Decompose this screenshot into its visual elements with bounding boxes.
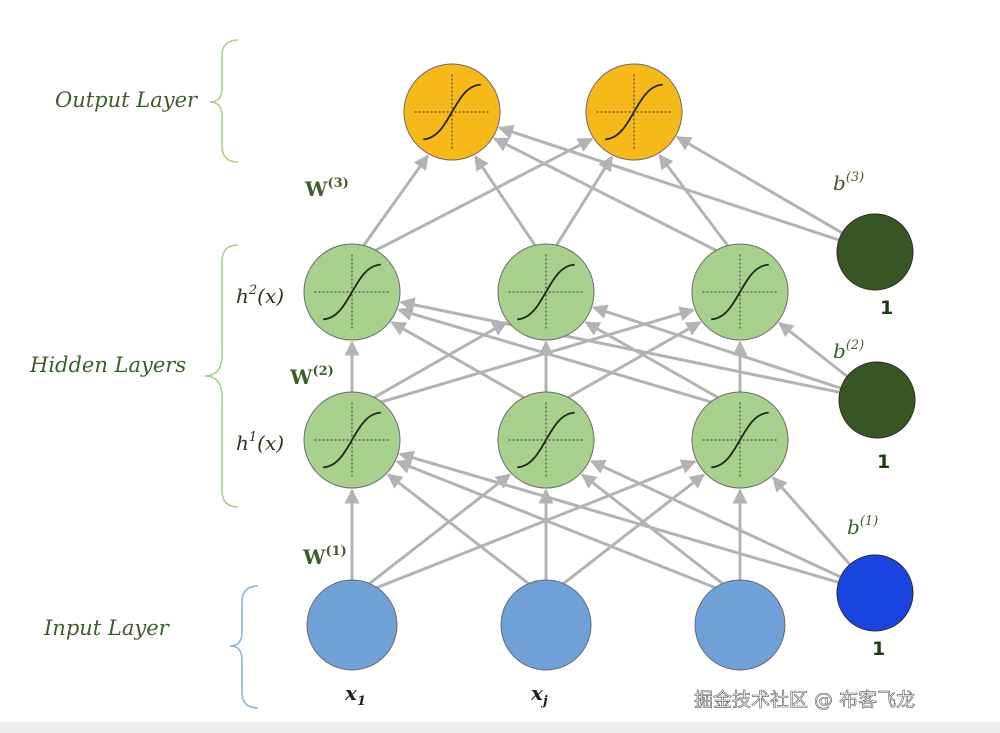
arrow-h13-to-h22: [584, 320, 736, 409]
arrow-h22-to-o2: [547, 155, 614, 258]
arrow-b3-to-o1: [498, 124, 863, 250]
input-layer-brace: [229, 585, 259, 709]
sigmoid-curve-icon: [711, 263, 769, 321]
bias-one-label-3: 1: [880, 297, 893, 319]
arrow-b1-to-h12: [589, 459, 864, 589]
arrow-h13-to-h21: [397, 306, 734, 411]
node-i3: [694, 579, 786, 671]
sigmoid-curve-icon: [711, 411, 769, 469]
node-i2: [500, 579, 592, 671]
node-i1: [306, 579, 398, 671]
node-h13: [691, 391, 789, 489]
connection-arrows: [344, 124, 868, 597]
weight-label-w1: W(1): [302, 544, 347, 569]
hidden-layers-brace: [204, 244, 239, 508]
arrow-h21-to-o1: [354, 154, 429, 258]
sigmoid-curve-icon: [323, 411, 381, 469]
arrow-h21-to-o2: [357, 137, 594, 261]
node-h12: [497, 391, 595, 489]
sigmoid-curve-icon: [323, 263, 381, 321]
input-layer-label: Input Layer: [43, 616, 171, 640]
bias-one-label-2: 1: [877, 451, 890, 473]
arrow-h23-to-o2: [658, 153, 738, 258]
node-b1: [836, 554, 914, 632]
sigmoid-curve-icon: [517, 411, 575, 469]
input-label-xj: xj: [530, 681, 548, 709]
arrow-h12-to-h21: [390, 320, 542, 409]
node-h22: [497, 243, 595, 341]
arrow-b2-to-h21: [399, 297, 865, 399]
arrow-h23-to-o1: [493, 137, 735, 261]
arrow-i2-to-h11: [387, 473, 543, 595]
arrow-i2-to-h13: [549, 473, 705, 595]
arrow-h11-to-h23: [358, 306, 695, 411]
arrow-b1-to-h11: [398, 450, 863, 591]
bias-label-b2: b(2): [833, 338, 864, 363]
sigmoid-curve-icon: [605, 83, 663, 141]
neuron-nodes: [303, 63, 916, 671]
node-o2: [585, 63, 683, 161]
node-b3: [836, 213, 914, 291]
weight-label-w3: W(3): [304, 176, 349, 201]
arrow-b2-to-h22: [592, 304, 865, 398]
sigmoid-curve-icon: [423, 83, 481, 141]
output-layer-label: Output Layer: [55, 88, 199, 112]
arrow-h22-to-o1: [473, 155, 544, 258]
hidden-label-h2: h2(x): [236, 283, 284, 308]
node-h11: [303, 391, 401, 489]
arrow-h12-to-h23: [550, 320, 702, 409]
arrow-b3-to-o2: [675, 135, 865, 247]
bias-label-b3: b(3): [833, 170, 864, 195]
output-layer-brace: [209, 39, 239, 163]
hidden-label-h1: h1(x): [236, 430, 284, 455]
arrow-i3-to-h11: [395, 459, 735, 597]
arrow-h11-to-h22: [356, 320, 508, 409]
input-label-x1: x1: [344, 681, 366, 709]
bottom-strip: [0, 722, 1000, 733]
weight-label-w2: W(2): [289, 364, 334, 389]
sigmoid-curve-icon: [517, 263, 575, 321]
node-b2: [838, 361, 916, 439]
node-h23: [691, 243, 789, 341]
node-h21: [303, 243, 401, 341]
arrow-i1-to-h12: [355, 473, 511, 595]
node-o1: [403, 63, 501, 161]
bias-one-label-1: 1: [872, 638, 885, 660]
watermark-text: 掘金技术社区 @ 布客飞龙: [694, 689, 915, 711]
bias-label-b1: b(1): [847, 514, 878, 539]
hidden-layers-label: Hidden Layers: [29, 353, 186, 377]
arrow-i3-to-h12: [581, 473, 737, 595]
